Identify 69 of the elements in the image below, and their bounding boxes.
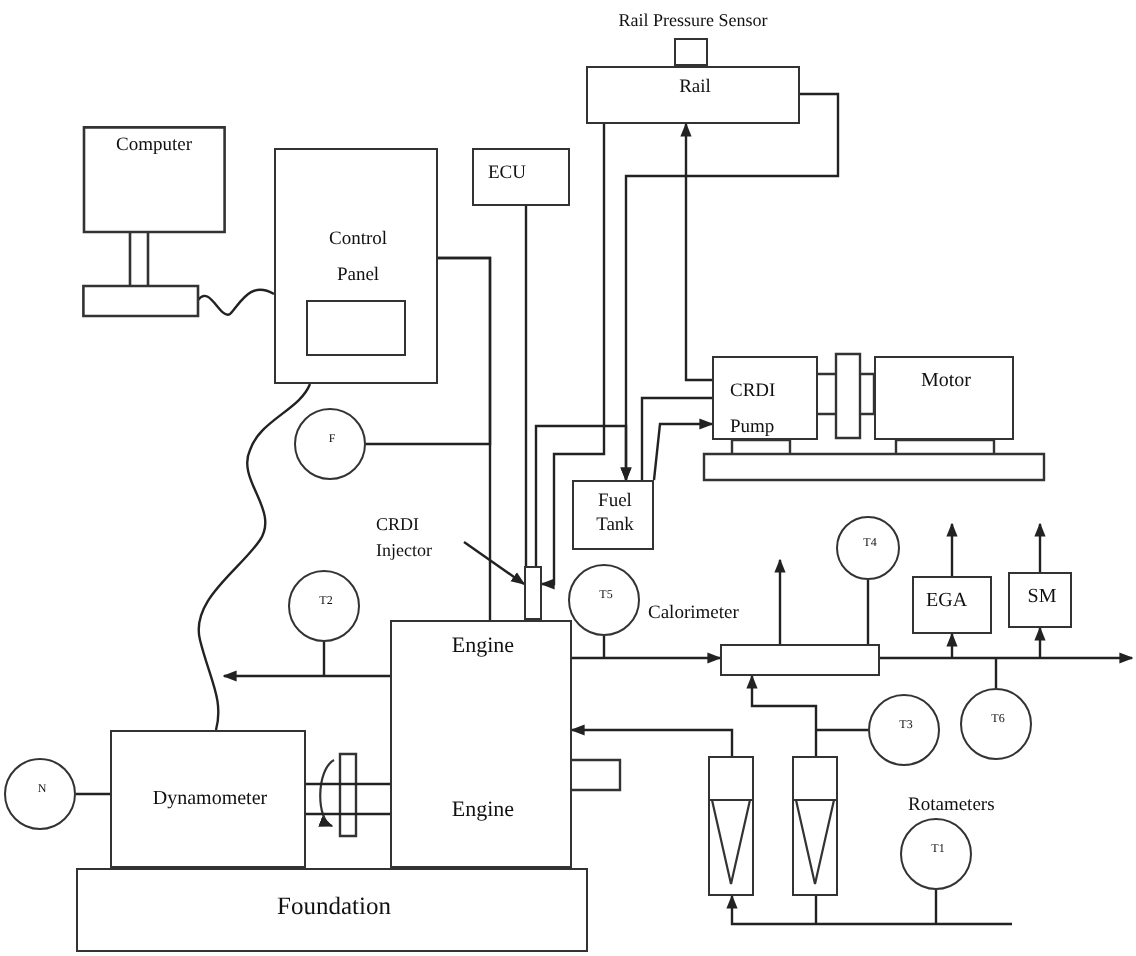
node-label: Motor [919,370,973,393]
leader-line [463,541,526,585]
connector-line [994,658,998,688]
node-label: Rail Pressure Sensor [616,10,770,31]
motor-box [874,356,1014,440]
tank-box [572,480,654,550]
sensor-circle [868,694,940,766]
connector-line [934,890,938,924]
cable [197,383,312,731]
node-label: Calorimeter [648,604,739,626]
engine-box [390,620,572,868]
pump-box [712,356,818,440]
sensor-circle [568,564,640,636]
ecu-box [472,148,570,206]
node-label: SM [1025,586,1059,609]
arrow [570,724,734,756]
rotameter-tube [792,756,838,896]
node-label: Computer [114,136,194,158]
connector-line [640,396,712,480]
node-label: Foundation [275,892,393,921]
arrow [746,674,818,756]
arrow [540,124,606,590]
arrow [1034,626,1046,658]
node-label: Dynamometer [150,788,270,811]
sensor-circle [288,570,360,642]
injector-box [524,566,542,620]
foundation-box [76,868,588,952]
arrow [222,670,390,682]
rail-box [586,66,800,124]
rotameter-tube [708,756,754,896]
sensor-circle [900,818,972,890]
node-label: Engine [449,798,517,824]
node-label: Control Panel [326,228,390,291]
arrow [774,558,786,644]
sensor-circle [960,688,1032,760]
connector-line [602,636,606,658]
connector-line [814,896,818,924]
connector-line [76,792,110,796]
node-label: Fuel Tank [594,490,636,540]
connector-line [524,206,528,566]
control-panel-box [274,148,438,384]
callout-text: CRDI Injector [376,512,476,564]
node-label: CRDI Pump [730,380,778,443]
connector-line [366,256,492,446]
arrow [534,424,632,566]
connector-line [322,642,326,676]
smoke-meter-box [1008,572,1072,628]
arrow [726,894,1012,926]
arrow [652,418,714,481]
arrow [1034,522,1046,572]
sensor-circle [4,758,76,830]
node-label: Engine [449,634,517,660]
connector-line [304,782,392,816]
part-label: Rotameters [908,796,995,818]
analyzer-box [912,576,992,634]
arrow [946,522,958,576]
connector-line [816,728,868,732]
node-label: EGA [926,590,968,613]
arrow [880,652,1134,664]
sensor-circle [836,516,900,580]
node-label: Rail [677,78,713,100]
cable [197,288,275,316]
dynamometer-box [110,730,306,868]
arrow [572,652,722,664]
arrow [680,122,712,382]
sensor-circle [294,408,366,480]
connector-line [866,580,870,644]
arrow [946,632,958,658]
node-label: ECU [488,164,526,186]
